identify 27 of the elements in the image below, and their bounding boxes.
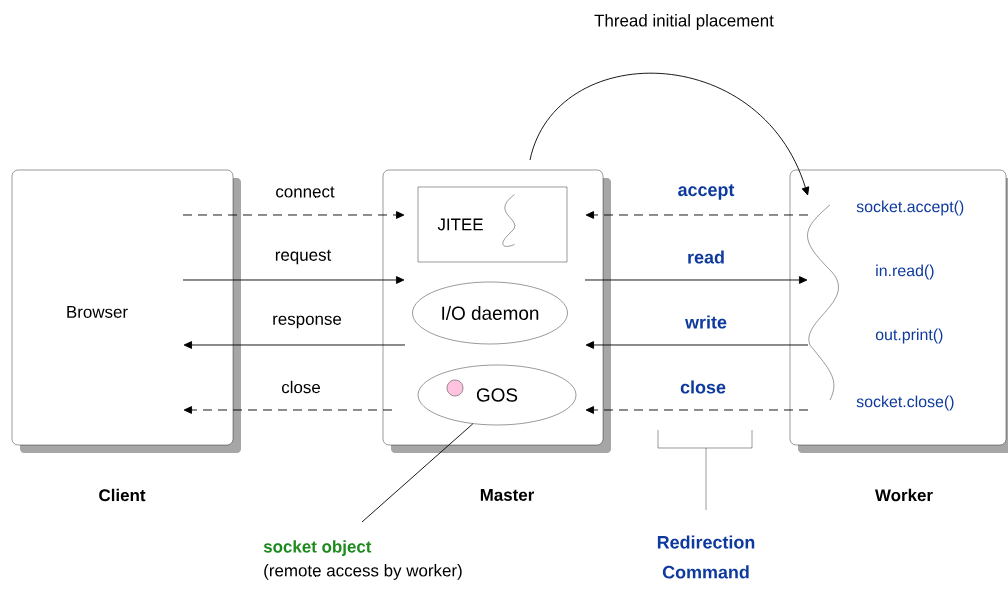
callout-text: socket object (remote access by worker) (263, 540, 462, 580)
node-label: Master (480, 489, 535, 501)
component-box: JITEE (417, 186, 568, 263)
node-label: Worker (875, 488, 933, 502)
edge-label: accept (676, 183, 736, 201)
dashed-arrow (182, 211, 405, 219)
edge-label: close (280, 379, 322, 395)
arrow (585, 341, 809, 349)
dashed-arrow (585, 406, 809, 414)
edge-label: connect (274, 185, 336, 199)
arrow (584, 276, 808, 284)
dashed-arrow (183, 406, 393, 414)
edge-label: write (684, 314, 728, 330)
leader-line (361, 423, 474, 523)
edge-label: request (273, 248, 333, 266)
node-label: Client (99, 488, 146, 502)
edge-label: response (271, 314, 343, 330)
edge-label: Thread initial placement (593, 13, 775, 31)
note-label: Redirection Command (657, 535, 755, 579)
curved-arrow (529, 73, 810, 196)
edge-label: close (679, 379, 727, 395)
arrow (183, 341, 406, 349)
rounded-box: Browser (11, 169, 241, 453)
edge-label: read (686, 249, 726, 265)
worker-box: socket.accept() in.read() out.print() socket.close() (789, 169, 1008, 453)
arrow (182, 276, 405, 284)
dashed-arrow (585, 211, 809, 219)
